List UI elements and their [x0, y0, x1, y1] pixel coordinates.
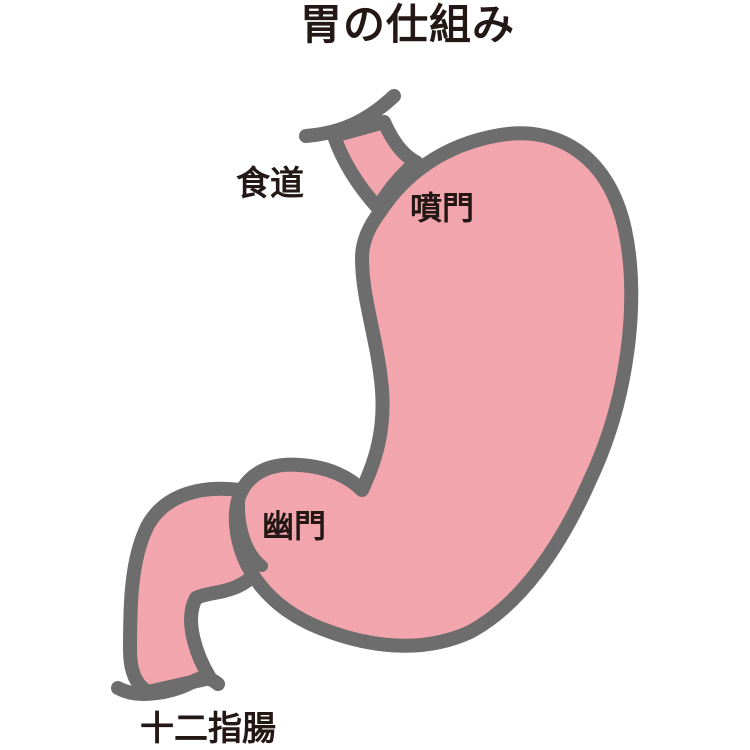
duodenum-shape — [123, 481, 269, 699]
stomach-shape — [228, 126, 639, 653]
label-pylorus: 幽門 — [262, 507, 327, 545]
diagram-title: 胃の仕組み — [300, 0, 516, 49]
label-duodenum: 十二指腸 — [140, 709, 276, 749]
esophagus-shape — [327, 115, 423, 215]
label-esophagus: 食道 — [236, 164, 304, 204]
pyloric-sphincter-line — [233, 484, 268, 572]
esophagus-end-line — [299, 89, 401, 143]
label-cardia: 噴門 — [410, 189, 475, 227]
duodenum-end-line — [111, 671, 225, 701]
